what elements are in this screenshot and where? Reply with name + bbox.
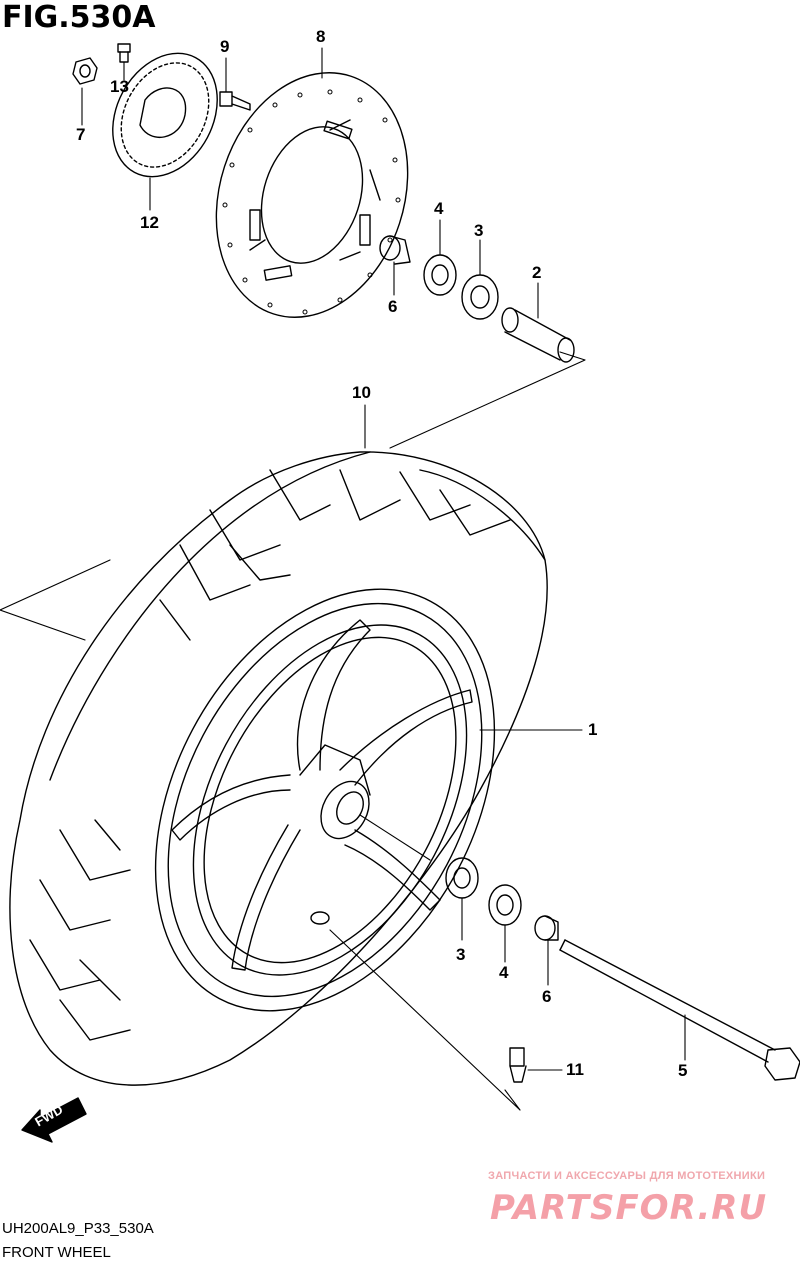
seal-4-top — [423, 254, 457, 296]
callout-1: 1 — [588, 720, 598, 739]
figure-code: UH200AL9_P33_530A — [2, 1220, 154, 1237]
watermark-tagline: ЗАПЧАСТИ И АКСЕССУАРЫ ДЛЯ МОТОТЕХНИКИ — [488, 1170, 766, 1182]
fwd-arrow-icon — [21, 1097, 87, 1143]
nut-7 — [72, 57, 98, 85]
callout-3-bottom: 3 — [456, 945, 466, 964]
bolt-9 — [219, 91, 251, 111]
rim — [154, 588, 496, 1012]
callout-4-bottom: 4 — [499, 963, 509, 982]
callout-7: 7 — [76, 125, 86, 144]
bolt-13 — [117, 43, 131, 63]
collar-6-bottom — [534, 915, 559, 941]
brake-disc — [215, 72, 409, 318]
watermark-logo: PARTSFOR.RU — [490, 1188, 768, 1228]
axle-5 — [559, 939, 800, 1081]
bearing-3-bottom — [445, 857, 479, 899]
tire — [9, 451, 548, 1086]
callout-10: 10 — [352, 383, 371, 402]
callout-5: 5 — [678, 1061, 688, 1080]
seal-4-bottom — [488, 884, 522, 926]
callout-2: 2 — [532, 263, 542, 282]
figure-caption: FRONT WHEEL — [2, 1244, 111, 1261]
callout-9: 9 — [220, 37, 230, 56]
callout-12: 12 — [140, 213, 159, 232]
callout-13: 13 — [110, 77, 129, 96]
bearing-3-top — [461, 274, 499, 320]
callout-6-top: 6 — [388, 297, 398, 316]
leader-lines — [0, 47, 686, 1111]
sensor-ring — [112, 52, 218, 178]
valve-11 — [509, 1047, 527, 1083]
callout-8: 8 — [316, 27, 326, 46]
callout-4-top: 4 — [434, 199, 444, 218]
collar-6-top — [379, 235, 411, 265]
callout-11: 11 — [566, 1060, 584, 1079]
callout-3-top: 3 — [474, 221, 484, 240]
spacer-2 — [501, 307, 575, 363]
callout-6-bottom: 6 — [542, 987, 552, 1006]
figure-title: FIG.530A — [2, 0, 156, 35]
